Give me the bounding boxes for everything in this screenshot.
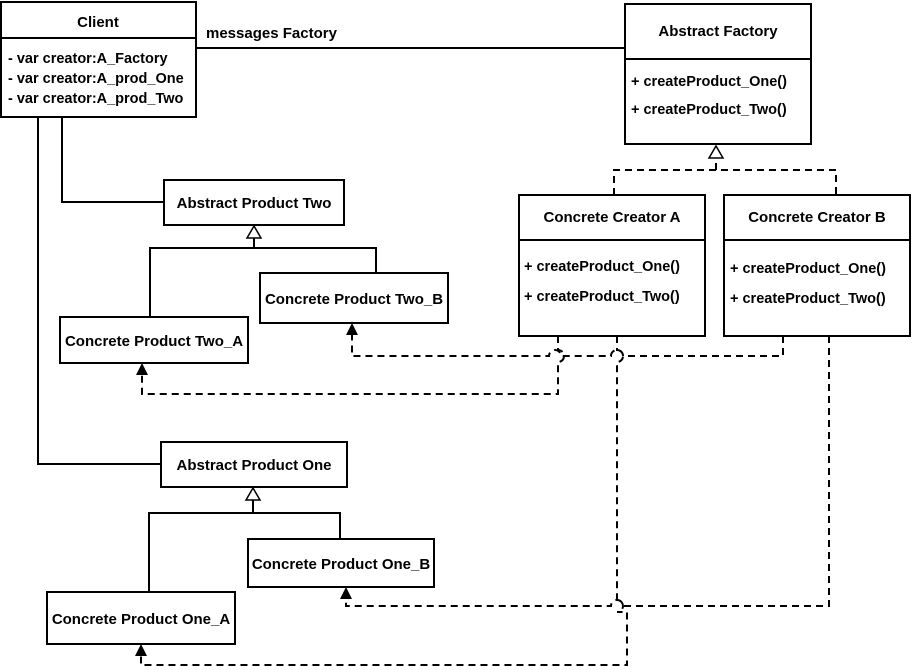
concrete-creator-a-method-2: + createProduct_Two() xyxy=(524,289,680,305)
line-client-to-product-two xyxy=(61,118,164,203)
concrete-product-one-b-title: Concrete Product One_B xyxy=(252,556,431,573)
line-client-to-product-one xyxy=(37,118,161,465)
concrete-product-two-b-title: Concrete Product Two_B xyxy=(265,291,443,308)
client-attribute-1: - var creator:A_Factory xyxy=(8,51,168,67)
generalization-product-two xyxy=(149,247,377,317)
arrowhead-product-one-a xyxy=(135,644,147,656)
client-class[interactable]: Client - var creator:A_Factory - var cre… xyxy=(0,1,197,118)
dependency-creator-a-to-product-one-a xyxy=(140,336,628,666)
inheritance-triangle-product-two xyxy=(245,224,263,239)
concrete-product-two-b-class[interactable]: Concrete Product Two_B xyxy=(259,272,449,324)
arrowhead-product-two-a xyxy=(136,363,148,375)
concrete-product-two-a-class[interactable]: Concrete Product Two_A xyxy=(59,316,249,364)
concrete-creator-b-method-2: + createProduct_Two() xyxy=(730,291,886,307)
dependency-creator-a-to-product-two-a xyxy=(141,336,565,395)
client-attribute-2: - var creator:A_prod_One xyxy=(8,71,184,87)
concrete-creator-b-title: Concrete Creator B xyxy=(748,209,886,226)
abstract-product-two-class[interactable]: Abstract Product Two xyxy=(163,179,345,226)
inheritance-triangle-product-one xyxy=(244,486,262,501)
abstract-factory-title: Abstract Factory xyxy=(658,23,778,40)
client-title: Client xyxy=(77,14,119,31)
concrete-product-one-a-title: Concrete Product One_A xyxy=(52,611,231,628)
dependency-creator-b-to-product-two-b xyxy=(351,333,784,357)
concrete-creator-b-class[interactable]: Concrete Creator B + createProduct_One()… xyxy=(723,194,911,337)
abstract-product-one-title: Abstract Product One xyxy=(176,457,331,474)
abstract-factory-method-2: + createProduct_Two() xyxy=(631,102,787,118)
generalization-product-one xyxy=(148,512,341,592)
arrowhead-product-two-b xyxy=(346,323,358,335)
abstract-product-one-class[interactable]: Abstract Product One xyxy=(160,441,348,488)
concrete-creator-b-method-1: + createProduct_One() xyxy=(730,261,886,277)
concrete-creator-a-title: Concrete Creator A xyxy=(544,209,681,226)
realization-triangle-factory xyxy=(707,144,725,159)
association-label: messages Factory xyxy=(206,25,338,42)
client-attribute-3: - var creator:A_prod_Two xyxy=(8,91,184,107)
concrete-product-one-b-class[interactable]: Concrete Product One_B xyxy=(247,538,435,588)
abstract-factory-class[interactable]: Abstract Factory + createProduct_One() +… xyxy=(624,3,812,145)
realization-creators-to-factory xyxy=(613,169,837,195)
abstract-product-two-title: Abstract Product Two xyxy=(177,195,332,212)
concrete-product-two-a-title: Concrete Product Two_A xyxy=(65,333,243,350)
concrete-creator-a-method-1: + createProduct_One() xyxy=(524,259,680,275)
abstract-factory-method-1: + createProduct_One() xyxy=(631,74,787,90)
connectors xyxy=(37,47,837,666)
arrowhead-product-one-b xyxy=(340,587,352,599)
concrete-creator-a-class[interactable]: Concrete Creator A + createProduct_One()… xyxy=(518,194,706,337)
concrete-product-one-a-class[interactable]: Concrete Product One_A xyxy=(46,591,236,645)
